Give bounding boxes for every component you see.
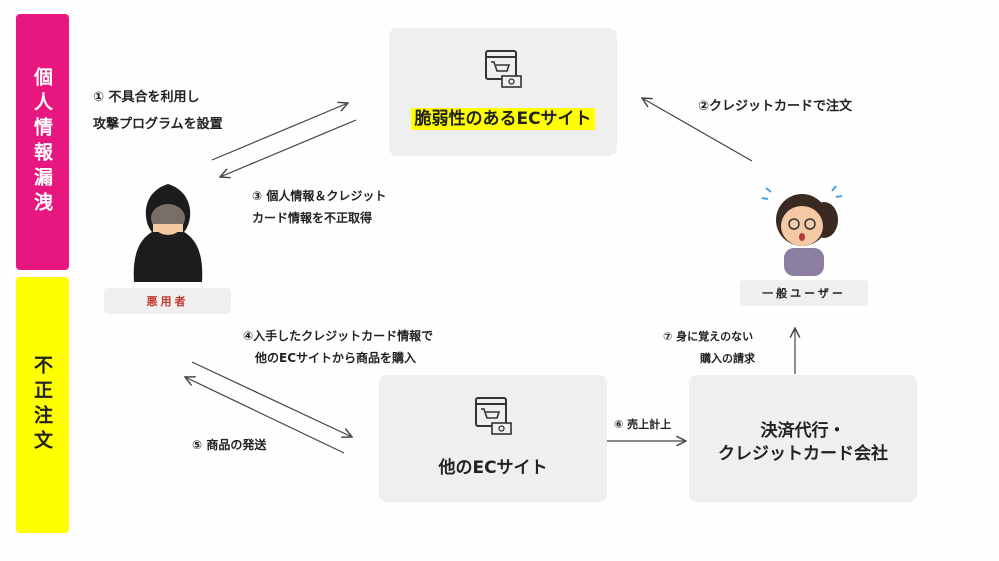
step1-label-line1: ① 不具合を利用し: [93, 90, 200, 105]
step5-label: ⑤ 商品の発送: [192, 438, 267, 452]
step3-label-line2: カード情報を不正取得: [252, 211, 373, 225]
user-label: 一般ユーザー: [740, 280, 868, 306]
payment-title-line2: クレジットカード会社: [718, 444, 888, 464]
step7-label-line2: 購入の請求: [700, 352, 755, 365]
step6-label: ⑥ 売上計上: [614, 418, 672, 431]
payment-title-line1: 決済代行・: [760, 421, 846, 441]
band-personal-info-leak: 個人情報漏洩: [16, 14, 69, 270]
payment-company-node: 決済代行・ クレジットカード会社: [689, 375, 917, 502]
ec-site-icon: [485, 50, 522, 88]
arrow-step4: [191, 361, 352, 437]
step2-label: ②クレジットカードで注文: [698, 99, 853, 114]
arrow-step5: [185, 377, 345, 454]
other-site-title: 他のECサイト: [438, 458, 548, 478]
hooded-villain-icon: [133, 184, 203, 282]
band-leak-label: 個人情報漏洩: [31, 67, 53, 217]
vulnerable-ec-site-node: 脆弱性のあるECサイト: [389, 28, 617, 156]
ec-site-icon: [475, 397, 512, 435]
arrow-step3: [220, 119, 357, 177]
vulnerable-site-title: 脆弱性のあるECサイト: [411, 108, 595, 130]
arrow-step2: [642, 98, 753, 162]
step7-label-line1: ⑦ 身に覚えのない: [663, 330, 754, 343]
step1-label-line2: 攻撃プログラムを設置: [93, 117, 223, 132]
villain-label: 悪用者: [104, 288, 231, 314]
other-ec-site-node: 他のECサイト: [379, 375, 607, 502]
band-fraud-label: 不正注文: [31, 355, 53, 455]
confused-user-icon: [761, 185, 843, 276]
band-fraudulent-order: 不正注文: [16, 277, 69, 533]
arrow-step1: [211, 103, 348, 161]
step3-label-line1: ③ 個人情報＆クレジット: [252, 189, 387, 203]
step4-label-line1: ④入手したクレジットカード情報で: [243, 329, 434, 343]
step4-label-line2: 他のECサイトから商品を購入: [255, 351, 417, 365]
